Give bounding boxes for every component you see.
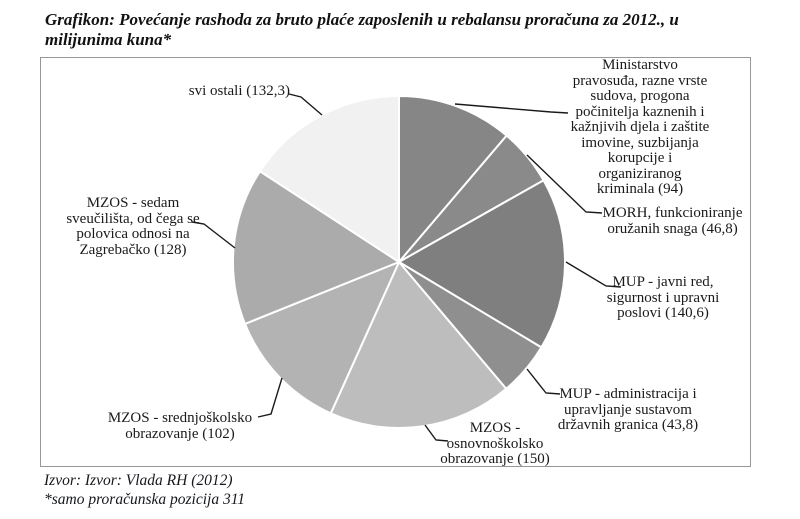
footnote-line: *samo proračunska pozicija 311	[44, 491, 246, 508]
label-ministarstvo: Ministarstvo pravosuđa, razne vrste sudo…	[570, 57, 710, 197]
label-mup-administracija: MUP - administracija i upravljanje susta…	[557, 386, 699, 433]
leader-lines	[191, 93, 622, 442]
pie-slice	[398, 179, 566, 349]
leader-line-svi-ostali	[288, 93, 323, 116]
pie-slice	[398, 95, 508, 263]
label-mzos-osnovnoskolsko: MZOS - osnovnoškolsko obrazovanje (150)	[440, 420, 550, 467]
pie-slice	[232, 170, 400, 325]
source-note: Izvor: Izvor: Vlada RH (2012) *samo pror…	[44, 471, 245, 509]
leader-line-mzos-srednjoskolsko	[257, 377, 283, 418]
label-mup-javni-red: MUP - javni red, sigurnost i upravni pos…	[606, 274, 720, 321]
label-mzos-srednjoskolsko: MZOS - srednjoškolsko obrazovanje (102)	[107, 410, 253, 442]
leader-line-mzos-sveucilista	[191, 221, 236, 249]
leader-line-mup-javni-red	[565, 261, 622, 288]
pie-slice	[329, 261, 508, 429]
chart-title: Grafikon: Povećanje rashoda za bruto pla…	[45, 10, 745, 50]
leader-line-morh	[526, 154, 603, 214]
label-mzos-sveucilista: MZOS - sedam sveučilišta, od čega se pol…	[66, 195, 200, 258]
pie-slice	[243, 261, 400, 415]
chart-title-line2: milijunima kuna*	[45, 30, 172, 49]
pie-slice	[258, 95, 400, 263]
leader-line-mzos-osnovnoskolsko	[424, 424, 449, 442]
pie	[232, 95, 566, 429]
chart-title-line1: Grafikon: Povećanje rashoda za bruto pla…	[45, 10, 679, 29]
source-line: Izvor: Izvor: Vlada RH (2012)	[44, 472, 233, 489]
leader-line-mup-administracija	[526, 368, 561, 395]
label-svi-ostali: svi ostali (132,3)	[188, 83, 290, 99]
label-morh: MORH, funkcioniranje oružanih snaga (46,…	[602, 205, 743, 237]
leader-line-ministarstvo	[454, 103, 569, 114]
